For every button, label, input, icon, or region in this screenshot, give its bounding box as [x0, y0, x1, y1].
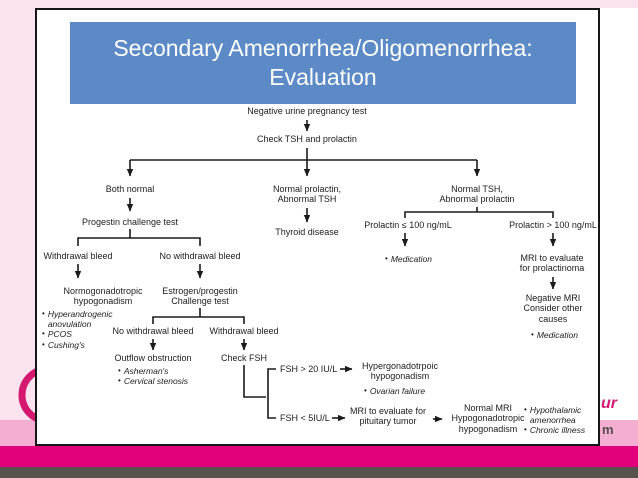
flow-node-normal-mri: Normal MRI Hypogonadotropic hypogonadism [451, 403, 525, 434]
bullet-text: Medication [390, 254, 432, 264]
flow-node-estrogen-progestin: Estrogen/progestin Challenge test [162, 286, 238, 307]
watermark-fragment-bottom: m [602, 422, 614, 437]
title-banner: Secondary Amenorrhea/Oligomenorrhea: Eva… [70, 22, 576, 104]
flow-node-no-withdrawal-bleed-1: No withdrawal bleed [159, 251, 241, 261]
bullet-item: Chronic illness [524, 425, 598, 435]
flow-node-hypergonadotropic: Hypergonadotrpoic hypogonadism [361, 361, 439, 382]
flow-node-progestin-challenge: Progestin challenge test [81, 217, 179, 227]
flow-node-check-tsh-prolactin: Check TSH and prolactin [257, 134, 357, 144]
flow-node-thyroid-disease: Thyroid disease [275, 227, 339, 237]
bullet-item: Medication [385, 254, 455, 264]
flow-node-withdrawal-bleed-1: Withdrawal bleed [43, 251, 113, 261]
bullet-text: Medication [536, 330, 578, 340]
bullet-item: PCOS [42, 329, 154, 339]
footer-band-magenta [0, 446, 638, 467]
bullet-text: Hypothalamic amenorrhea [529, 405, 582, 426]
flow-bullets-hypergonadotropic: Ovarian failure [364, 386, 444, 396]
flow-node-pregnancy-test: Negative urine pregnancy test [247, 106, 367, 116]
flow-bullets-negative-mri: Medication [531, 330, 595, 340]
bullet-text: Hyperandrogenic anovulation [47, 309, 113, 330]
bullet-item: Ovarian failure [364, 386, 444, 396]
flow-node-fsh-high: FSH > 20 IU/L [280, 364, 338, 374]
background-top-strip [0, 0, 638, 8]
flow-node-prolactin-low: Prolactin ≤ 100 ng/mL [364, 220, 452, 230]
flow-node-normogonadotropic: Normogonadotropic hypogonadism [63, 286, 143, 307]
footer-band-gray [0, 467, 638, 478]
flow-node-check-fsh: Check FSH [220, 353, 267, 363]
bullet-text: Chronic illness [529, 425, 586, 436]
flow-node-prolactin-high: Prolactin > 100 ng/mL [509, 220, 597, 230]
bullet-text: Cushing's [47, 339, 85, 350]
flow-node-mri-pituitary: MRI to evaluate for pituitary tumor [349, 406, 427, 427]
flow-node-outflow-obstruction: Outflow obstruction [114, 353, 192, 363]
flow-node-mri-prolactinoma: MRI to evaluate for prolactinoma [519, 253, 585, 274]
background-left-strip [0, 0, 35, 420]
flow-node-fsh-low: FSH < 5IU/L [280, 413, 330, 423]
bullet-text: Asherman's [123, 366, 169, 376]
bullet-item: Cervical stenosis [118, 376, 208, 386]
bullet-item: Medication [531, 330, 595, 340]
flow-bullets-prolactin-low: Medication [385, 254, 455, 264]
flow-node-withdrawal-bleed-2: Withdrawal bleed [209, 326, 279, 336]
slide-title: Secondary Amenorrhea/Oligomenorrhea: Eva… [113, 35, 533, 90]
bullet-text: Cervical stenosis [123, 376, 189, 387]
flow-node-no-withdrawal-bleed-2: No withdrawal bleed [112, 326, 194, 336]
bullet-item: Cushing's [42, 340, 154, 350]
flow-bullets-normal-mri: Hypothalamic amenorrhea Chronic illness [524, 405, 598, 436]
bullet-item: Hyperandrogenic anovulation [42, 309, 154, 329]
bullet-item: Asherman's [118, 366, 208, 376]
flow-node-normal-prolactin-abnormal-tsh: Normal prolactin, Abnormal TSH [272, 184, 342, 205]
flow-node-both-normal: Both normal [105, 184, 155, 194]
flow-node-normal-tsh-abnormal-prolactin: Normal TSH, Abnormal prolactin [439, 184, 515, 205]
watermark-fragment-right: ur [601, 395, 617, 412]
bullet-text: Ovarian failure [369, 386, 426, 396]
bullet-text: PCOS [47, 329, 72, 340]
bullet-item: Hypothalamic amenorrhea [524, 405, 598, 425]
flow-bullets-outflow: Asherman's Cervical stenosis [118, 366, 208, 387]
flow-bullets-normogonadotropic: Hyperandrogenic anovulation PCOS Cushing… [42, 309, 154, 350]
flow-node-negative-mri: Negative MRI Consider other causes [523, 293, 583, 324]
